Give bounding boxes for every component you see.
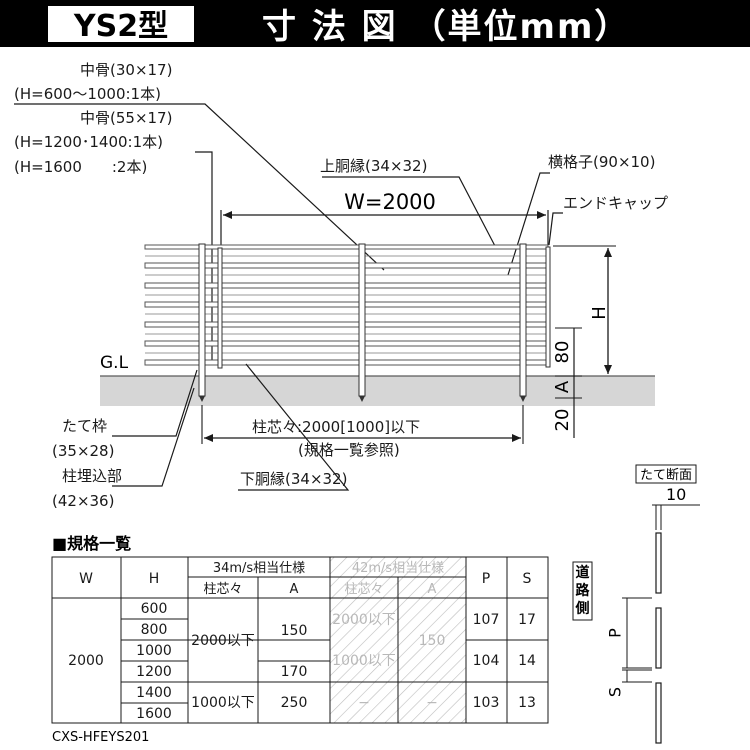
dim-a-label: A xyxy=(552,380,573,393)
vertical-frame-label: たて枠 xyxy=(62,417,107,435)
h-800: 800 xyxy=(141,622,168,638)
s-label: S xyxy=(606,687,625,697)
col-w: W xyxy=(79,571,93,587)
sub-a: A xyxy=(290,582,299,597)
width-dimension: W=2000 xyxy=(220,190,549,245)
lower-rail-label: 下胴縁(34×32) xyxy=(240,470,347,488)
s-3: 13 xyxy=(518,695,536,711)
road-side-1: 道 xyxy=(576,564,590,581)
table-grid xyxy=(51,556,549,724)
vertical-section: たて断面 10 道 路 側 P S xyxy=(572,464,700,744)
sub-a-42: A xyxy=(428,582,437,597)
g42-dash-1: − xyxy=(358,695,370,711)
bottom-callouts: たて枠 (35×28) 柱埋込部 (42×36) 柱芯々:2000[1000]以… xyxy=(52,417,420,510)
g42-dash-2: − xyxy=(426,695,438,711)
group-42: 42m/s相当仕様 xyxy=(352,561,444,576)
g42-pitch-a: 2000以下 xyxy=(332,612,396,628)
header: YS2型 寸 法 図 （単位mm） xyxy=(0,0,750,47)
end-cap xyxy=(545,246,551,368)
mid-bone-2-spec-a: (H=1200･1400:1本) xyxy=(14,133,163,151)
p-dimension xyxy=(622,597,652,669)
col-p: P xyxy=(482,571,490,587)
slat-shadows xyxy=(145,255,548,354)
s-dimension xyxy=(622,669,652,683)
w-value: 2000 xyxy=(68,653,104,669)
g42-a: 150 xyxy=(419,633,446,649)
gl-label: G.L xyxy=(100,353,129,373)
pitch-2000: 2000以下 xyxy=(191,633,255,649)
table-body: 2000 600 800 1000 1200 1400 1600 2000以下 … xyxy=(68,601,536,722)
mid-bone-callouts: 中骨(30×17) (H=600〜1000:1本) 中骨(55×17) (H=1… xyxy=(14,61,172,176)
height-label: H xyxy=(589,306,610,320)
group-34: 34m/s相当仕様 xyxy=(213,561,305,576)
spec-table: ■規格一覧 W H 34m/s相当仕様 42m/s相当仕様 xyxy=(51,534,549,745)
vertical-frame-size: (35×28) xyxy=(52,442,114,460)
road-side-2: 路 xyxy=(576,582,591,599)
a-170: 170 xyxy=(281,664,308,680)
a-150: 150 xyxy=(281,623,308,639)
g42-pitch-b: 1000以下 xyxy=(332,653,396,669)
top-leaders xyxy=(322,172,563,276)
post-embed-size: (42×36) xyxy=(52,492,114,510)
sub-pitch: 柱芯々 xyxy=(203,582,242,597)
fence xyxy=(144,243,551,402)
post-pitch-note: (規格一覧参照) xyxy=(298,441,400,459)
h-1000: 1000 xyxy=(136,643,172,659)
slats xyxy=(144,244,549,366)
mid-bone-1-name: 中骨(30×17) xyxy=(80,61,172,79)
section-title: たて断面 xyxy=(640,468,692,483)
post-embed-label: 柱埋込部 xyxy=(62,467,122,485)
dim-80-label: 80 xyxy=(552,341,573,364)
height-dimensions: H 80 A 20 xyxy=(552,245,616,438)
product-code: CXS-HFEYS201 xyxy=(52,730,149,745)
post-pitch-label: 柱芯々:2000[1000]以下 xyxy=(252,418,420,436)
col-s: S xyxy=(523,571,532,587)
road-side-3: 側 xyxy=(575,600,590,617)
post-pitch-dimension xyxy=(201,405,524,444)
horizontal-slat-label: 横格子(90×10) xyxy=(548,153,655,171)
table-header: W H 34m/s相当仕様 42m/s相当仕様 柱芯々 A 柱芯々 A P S xyxy=(79,561,531,597)
mid-bone-2-name: 中骨(55×17) xyxy=(80,109,172,127)
dim-10-label: 10 xyxy=(666,485,686,504)
model-label: YS2型 xyxy=(73,9,168,44)
p-3: 103 xyxy=(473,695,500,711)
h-1600: 1600 xyxy=(136,706,172,722)
p-2: 104 xyxy=(473,653,500,669)
upper-rail-label: 上胴縁(34×32) xyxy=(320,157,427,175)
top-callouts: 上胴縁(34×32) 横格子(90×10) エンドキャップ xyxy=(320,153,668,212)
s-1: 17 xyxy=(518,612,536,628)
h-1400: 1400 xyxy=(136,685,172,701)
bottom-leaders xyxy=(112,363,350,491)
pitch-1000: 1000以下 xyxy=(191,695,255,711)
posts xyxy=(198,243,527,402)
h-600: 600 xyxy=(141,601,168,617)
mid-bone-1-spec: (H=600〜1000:1本) xyxy=(14,85,161,103)
sub-pitch-42: 柱芯々 xyxy=(344,582,383,597)
mid-bone-2-spec-b: (H=1600 :2本) xyxy=(14,158,147,176)
h-1200: 1200 xyxy=(136,664,172,680)
p-1: 107 xyxy=(473,612,500,628)
col-h: H xyxy=(149,571,160,587)
width-label: W=2000 xyxy=(344,190,436,214)
model-badge xyxy=(48,6,194,42)
p-label: P xyxy=(606,628,625,638)
dim-20-label: 20 xyxy=(552,409,573,432)
end-cap-label: エンドキャップ xyxy=(563,194,668,212)
spec-table-title: ■規格一覧 xyxy=(52,534,131,553)
page-title: 寸 法 図 （単位mm） xyxy=(262,7,630,47)
s-2: 14 xyxy=(518,653,536,669)
vertical-frame-left xyxy=(217,247,223,369)
a-250: 250 xyxy=(281,695,308,711)
